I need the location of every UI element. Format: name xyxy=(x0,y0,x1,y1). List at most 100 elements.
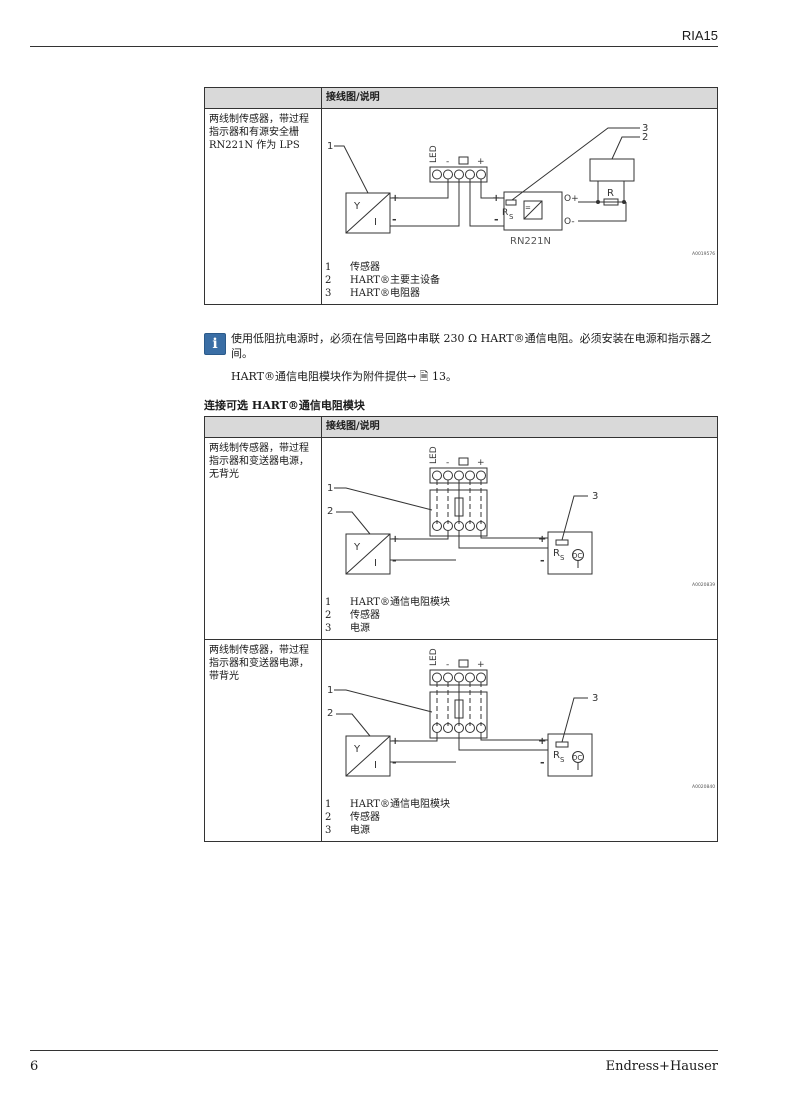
block-minus: - xyxy=(446,660,449,670)
callout-2-leader xyxy=(336,511,371,535)
callout-2: 2 xyxy=(642,132,648,143)
callout-2-leader xyxy=(336,713,371,737)
block-tab xyxy=(458,156,469,165)
terminal xyxy=(443,672,453,683)
sensor-i-label: I xyxy=(374,217,377,228)
rs-label: R xyxy=(553,750,560,761)
terminal xyxy=(476,470,486,481)
block-plus: + xyxy=(477,157,485,167)
row-description: 两线制传感器，带过程指示器和有源安全栅 RN221N 作为 LPS xyxy=(204,108,322,305)
wire xyxy=(480,531,548,539)
terminal xyxy=(432,672,442,683)
dc-label: DC xyxy=(572,552,582,560)
figure-id: A0020839 xyxy=(692,582,715,588)
section-heading: 连接可选 HART®通信电阻模块 xyxy=(204,399,365,412)
power-supply-box xyxy=(547,733,593,777)
o-minus-label: O- xyxy=(564,217,575,227)
terminal xyxy=(432,723,442,733)
footer-rule xyxy=(30,1050,718,1051)
table-header-empty xyxy=(204,416,322,438)
sensor-y-label: Y xyxy=(353,201,361,212)
callout-3-leader xyxy=(511,127,640,201)
wire xyxy=(469,179,504,227)
callout-2: 2 xyxy=(327,506,333,517)
callout-1: 1 xyxy=(327,685,333,696)
rs-resistor xyxy=(555,539,569,546)
wire xyxy=(390,179,460,227)
wiring-diagram-with-backlight: LED - + xyxy=(327,648,715,790)
table-row: 两线制传感器，带过程指示器和变送器电源，无背光 LED - + xyxy=(204,437,718,640)
wire xyxy=(458,531,548,549)
terminal xyxy=(465,169,475,180)
rn-plus: + xyxy=(492,193,500,204)
rs-subscript: S xyxy=(509,213,514,221)
isolator-eq: = xyxy=(525,204,531,212)
block-tab xyxy=(458,457,469,466)
footer-brand: Endress+Hauser xyxy=(605,1059,718,1074)
table-row: 两线制传感器，带过程指示器和有源安全栅 RN221N 作为 LPS Y I + … xyxy=(204,108,718,305)
ps-minus: - xyxy=(540,756,545,769)
sensor-diagonal xyxy=(345,533,391,575)
block-minus: - xyxy=(446,157,449,167)
sensor-minus: - xyxy=(392,213,397,226)
sensor-box xyxy=(345,533,391,575)
table-header-wiring: 接线图/说明 xyxy=(321,416,718,438)
rs-resistor xyxy=(505,199,517,206)
diagram-cell: Y I + - 1 LED - + xyxy=(321,108,718,305)
note-accessory-ref: HART®通信电阻模块作为附件提供→ 🗎 13。 xyxy=(231,370,458,383)
callout-1-leader xyxy=(334,689,433,713)
junction xyxy=(622,200,626,204)
terminal xyxy=(454,470,464,481)
ps-minus: - xyxy=(540,554,545,567)
sensor-i-label: I xyxy=(374,558,377,569)
terminal xyxy=(454,723,464,733)
junction xyxy=(596,200,600,204)
rn-minus: - xyxy=(494,213,499,226)
wire xyxy=(578,202,627,222)
block-minus: - xyxy=(446,458,449,468)
wire xyxy=(480,733,548,741)
header-rule xyxy=(30,46,718,47)
row-description: 两线制传感器，带过程指示器和变送器电源，无背光 xyxy=(204,437,322,640)
dc-label: DC xyxy=(572,754,582,762)
sensor-diagonal xyxy=(345,735,391,777)
o-plus-label: O+ xyxy=(564,194,579,204)
terminal xyxy=(432,521,442,531)
terminal xyxy=(443,723,453,733)
terminal xyxy=(476,723,486,733)
wire xyxy=(390,733,438,742)
wire xyxy=(390,531,449,540)
wiring-table-1: 接线图/说明 两线制传感器，带过程指示器和有源安全栅 RN221N 作为 LPS… xyxy=(204,87,718,305)
led-label: LED xyxy=(429,145,439,163)
terminal xyxy=(465,470,475,481)
wire xyxy=(480,179,504,199)
r-label: R xyxy=(607,188,614,199)
callout-1-leader xyxy=(334,487,433,511)
block-tab xyxy=(458,659,469,668)
callout-3-leader xyxy=(561,697,588,743)
wiring-diagram-no-backlight: LED - + xyxy=(327,446,715,588)
note-text: 使用低阻抗电源时，必须在信号回路中串联 230 Ω HART®通信电阻。必须安装… xyxy=(231,332,712,360)
header-product-name: RIA15 xyxy=(681,28,718,43)
rs-subscript: S xyxy=(560,554,565,562)
wire xyxy=(390,179,449,199)
table-header-empty xyxy=(204,87,322,109)
rs-label: R xyxy=(502,208,508,218)
block-plus: + xyxy=(477,458,485,468)
hart-master-box xyxy=(589,158,635,182)
sensor-y-label: Y xyxy=(353,542,361,553)
terminal xyxy=(432,169,442,180)
terminal xyxy=(465,521,475,531)
rs-subscript: S xyxy=(560,756,565,764)
terminal xyxy=(476,169,486,180)
